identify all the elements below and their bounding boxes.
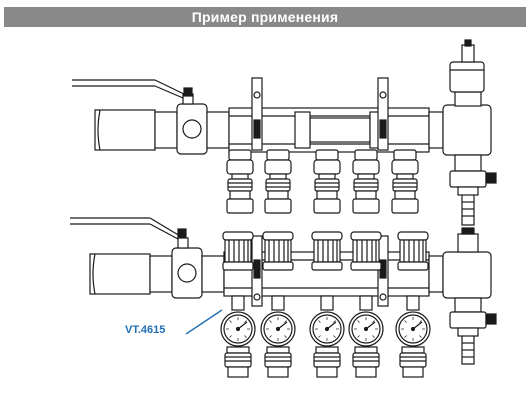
callout-label: VT.4615 <box>125 324 166 336</box>
thermometers <box>220 311 431 347</box>
upper-manifold <box>228 77 444 153</box>
upper-air-vent <box>442 39 497 226</box>
page-title: Пример применения <box>191 9 339 25</box>
upper-outlets <box>226 149 419 214</box>
callout-pointer <box>185 309 223 335</box>
lower-ball-valve <box>70 217 225 299</box>
lower-drain-valve <box>442 227 497 365</box>
gauge-stems <box>231 295 420 311</box>
header-bar: Пример применения <box>4 7 526 27</box>
upper-ball-valve <box>72 79 230 155</box>
lower-outlets <box>224 346 427 378</box>
